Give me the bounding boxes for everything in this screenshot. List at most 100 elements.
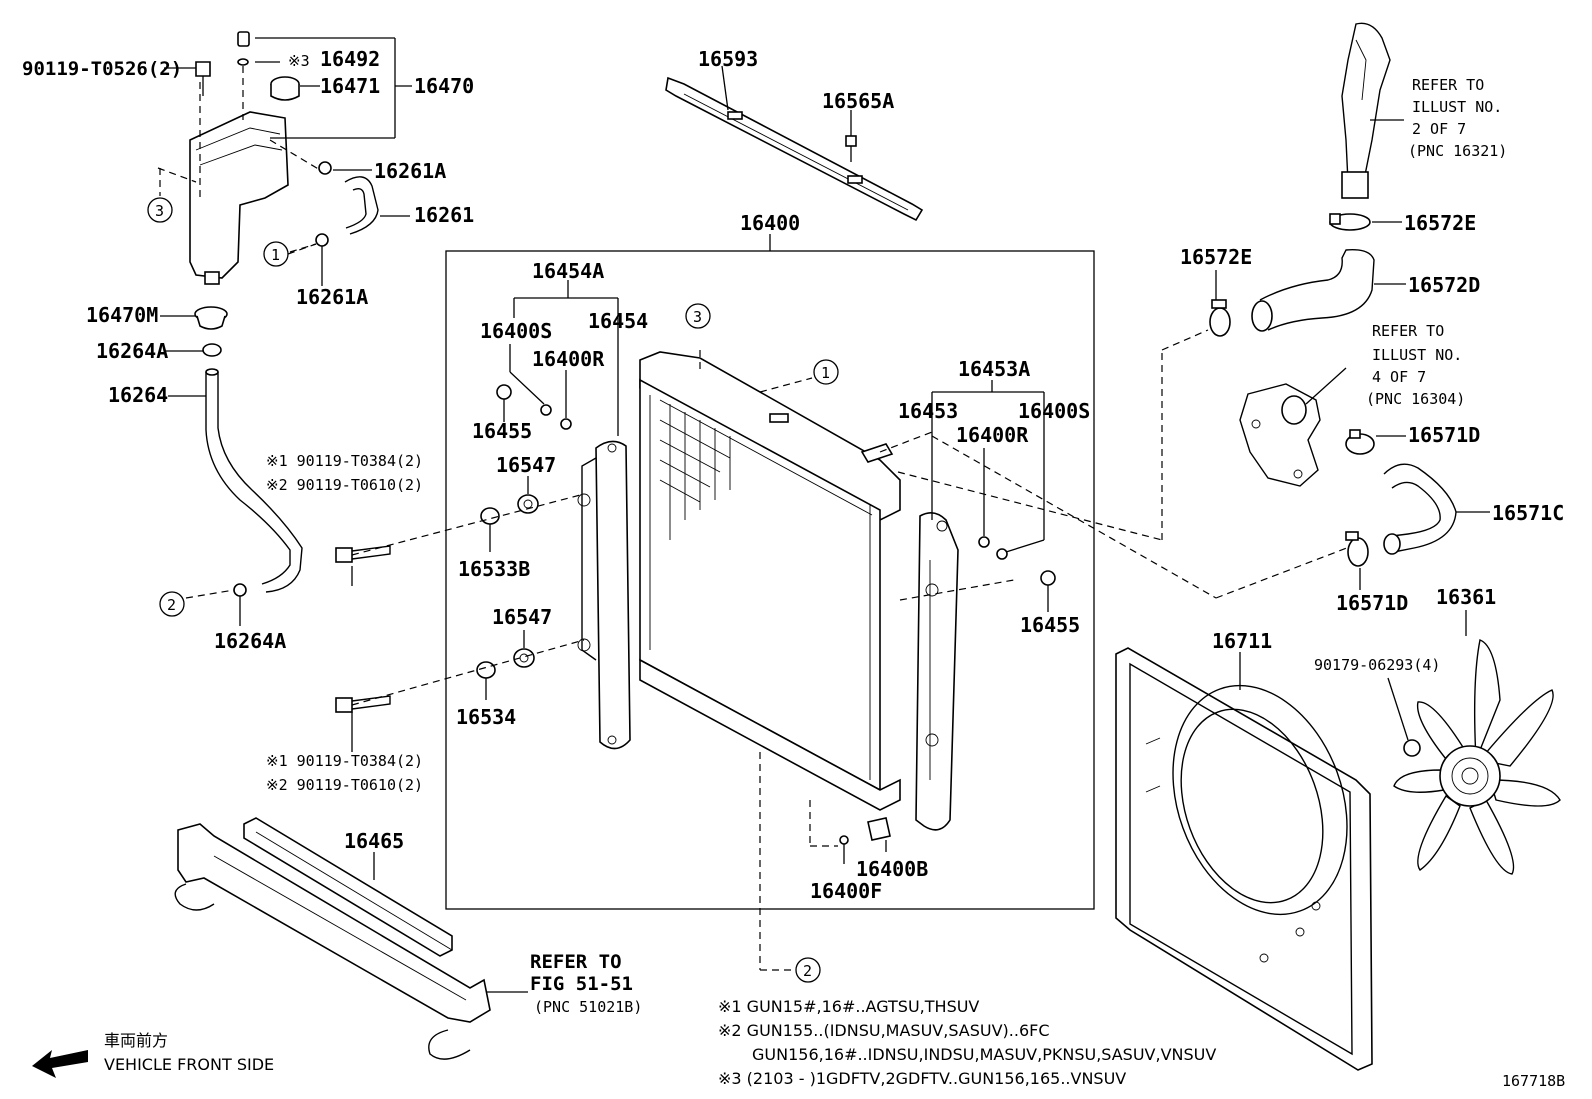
radiator-dashes [351,329,1353,971]
svg-text:2: 2 [803,962,812,980]
label-bolt-top-2: ※2 90119-T0610(2) [266,476,423,494]
label-16492: 16492 [320,47,380,71]
hose-clamp-16264A-top[interactable] [202,343,222,357]
hose-clamp-16572E-left[interactable] [1209,299,1231,337]
svg-text:3: 3 [155,202,164,220]
radiator-side-panel-left[interactable] [577,440,631,750]
refer-illust-4-line3: 4 OF 7 [1372,368,1426,386]
hose-clamp-16264A-bottom[interactable] [233,583,247,597]
label-16571C: 16571C [1492,501,1564,525]
label-16455-left: 16455 [472,419,532,443]
label-16572E-top: 16572E [1404,211,1476,235]
label-16565A: 16565A [822,89,894,113]
lower-hose-16571C[interactable] [1383,463,1457,555]
label-16400F: 16400F [810,879,882,903]
svg-text:1: 1 [821,364,830,382]
cooling-fan[interactable] [1393,639,1561,875]
label-16455-right: 16455 [1020,613,1080,637]
water-outlet-pipe [1341,22,1404,199]
svg-text:3: 3 [693,308,702,326]
tank-bolt[interactable] [195,61,211,77]
cushion-16547-top[interactable] [517,494,539,514]
lower-support-bracket[interactable] [174,823,491,1060]
label-16261A-bottom: 16261A [296,285,368,309]
label-16534: 16534 [456,705,516,729]
callout-3-radiator: 3 [685,303,711,329]
label-bolt-top-1: ※1 90119-T0384(2) [266,452,423,470]
radiator-upper-support[interactable] [665,65,924,222]
reservoir-tank[interactable] [189,111,289,279]
water-inlet-housing [1239,367,1347,487]
washer-16400R-right[interactable] [978,536,990,548]
label-16264A-top: 16264A [96,339,168,363]
label-16470M: 16470M [86,303,158,327]
refer-illust-4-line4: (PNC 16304) [1366,390,1465,408]
refer-illust-2-line3: 2 OF 7 [1412,120,1466,138]
support-bolt-16565A[interactable] [845,110,857,162]
footnote-1: ※1 GUN15#,16#..AGTSU,THSUV [718,997,979,1016]
diagram-id: 167718B [1502,1072,1565,1090]
label-16400S-left: 16400S [480,319,552,343]
hose-clamp-16572E-top[interactable] [1329,213,1371,231]
svg-text:2: 2 [167,596,176,614]
radiator-side-panel-right[interactable] [915,512,959,831]
cushion-16533B[interactable] [480,507,500,525]
label-16400S-right: 16400S [1018,399,1090,423]
radiator-leaders [351,280,1049,864]
label-16593: 16593 [698,47,758,71]
reservoir-tank-group [157,31,412,626]
bolt-90119-top[interactable] [335,545,391,563]
hose-clamp-bottom[interactable] [315,233,329,247]
label-90179: 90179-06293(4) [1314,656,1440,674]
direction-label-en: VEHICLE FRONT SIDE [104,1055,274,1074]
pin-16400S-right[interactable] [996,548,1008,560]
label-16400R-right: 16400R [956,423,1029,447]
refer-illust-2-line1: REFER TO [1412,76,1484,94]
bolt-16455-right[interactable] [1040,570,1056,600]
footnote-2b: GUN156,16#..IDNSU,INDSU,MASUV,PKNSU,SASU… [752,1045,1216,1064]
pin-16400S-left[interactable] [540,404,552,416]
svg-text:1: 1 [271,246,280,264]
label-bolt-bottom-2: ※2 90119-T0610(2) [266,776,423,794]
callout-3-left: 3 [147,197,173,223]
hose-clamp-16571D-top[interactable] [1345,429,1375,455]
footnote-2: ※2 GUN155..(IDNSU,MASUV,SASUV)..6FC [718,1021,1050,1040]
fan-nut-90179[interactable] [1387,677,1421,757]
label-16547-top: 16547 [496,453,556,477]
cushion-16534[interactable] [476,661,496,679]
refer-fig-51-line2: FIG 51-51 [530,973,633,995]
hose-clamp-16571D-bottom[interactable] [1345,531,1369,567]
bolt-90119-bottom[interactable] [335,695,391,713]
label-16400: 16400 [740,211,800,235]
fan-shroud[interactable] [1115,647,1377,1071]
label-16453A: 16453A [958,357,1030,381]
bolt-16455-left[interactable] [496,384,512,416]
seal-strip-16465[interactable] [243,817,453,957]
upper-hose-16572D[interactable] [1251,249,1375,332]
refer-illust-4-line1: REFER TO [1372,322,1444,340]
label-16571D-bottom: 16571D [1336,591,1408,615]
label-16400R-left: 16400R [532,347,605,371]
label-16571D-top: 16571D [1408,423,1480,447]
callout-1-left: 1 [263,241,317,267]
footnote-3: ※3 (2103 - )1GDFTV,2GDFTV..GUN156,165..V… [718,1069,1126,1088]
refer-fig-51-line1: REFER TO [530,951,622,973]
left-fasteners [335,384,572,713]
label-16547-bottom: 16547 [492,605,552,629]
label-16261A-top: 16261A [374,159,446,183]
drain-cock-16400B[interactable] [839,817,891,845]
overflow-hose[interactable] [344,176,379,235]
label-16454A: 16454A [532,259,604,283]
label-bolt-bottom-1: ※1 90119-T0384(2) [266,752,423,770]
filler-plug[interactable] [237,31,250,47]
label-16361: 16361 [1436,585,1496,609]
reservoir-hose[interactable] [205,372,303,593]
hose-clamp-top[interactable] [318,161,332,175]
radiator-core[interactable] [639,351,901,811]
label-16261: 16261 [414,203,474,227]
washer-16400R-left[interactable] [560,418,572,430]
label-16264: 16264 [108,383,168,407]
cushion-16547-bottom[interactable] [513,648,535,668]
label-16454: 16454 [588,309,648,333]
refer-illust-4-line2: ILLUST NO. [1372,346,1462,364]
